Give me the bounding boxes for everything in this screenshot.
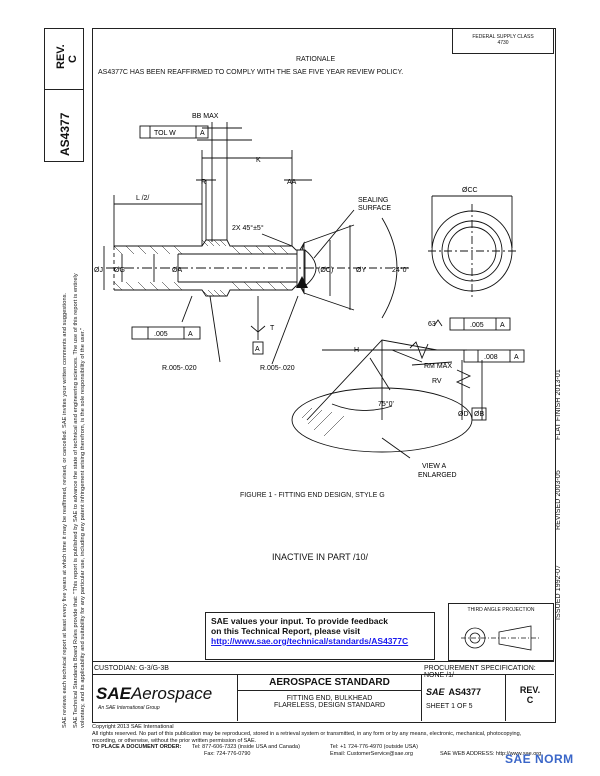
order-label: TO PLACE A DOCUMENT ORDER: [92,744,182,751]
label-rv: RV [432,378,442,385]
label-bb-max: BB MAX [192,113,219,120]
inactive-note: INACTIVE IN PART /10/ [272,552,369,562]
third-angle-box: THIRD ANGLE PROJECTION [448,603,554,661]
label-h: H [354,347,359,354]
label-rm-max: RM MAX [424,363,452,370]
feedback-line2: on this Technical Report, please visit [211,626,361,636]
label-view-a: VIEW A [422,463,446,470]
tb-rev-label: REV. [519,685,541,695]
side-text-3: SAE reviews each technical report at lea… [62,292,68,728]
web: SAE WEB ADDRESS: http://www.sae.org [440,751,542,758]
rev-box: REV. C [44,28,84,90]
rights2: recording, or otherwise, without the pri… [92,737,257,744]
copyright: Copyright 2013 SAE International [92,724,174,730]
logo-cell: SAEAerospace An SAE International Group [92,675,238,721]
label-datum-a-5: A [514,354,519,361]
rev-value: C [67,55,79,63]
procurement: PROCUREMENT SPECIFICATION: NONE /1/ [424,665,536,679]
left-margin: REV. C AS4377 [44,28,84,721]
title-line2: FLARELESS, DESIGN STANDARD [273,702,386,709]
doc-number: AS4377 [448,687,482,697]
label-tol-008: .008 [484,354,498,361]
label-tol-w: TOL W [154,130,176,137]
label-dia-j: ØJ [94,267,103,274]
label-dia-a: ØA [172,267,182,274]
label-chamfer: 2X 45°±5° [232,224,264,232]
fsc-label: FEDERAL SUPPLY CLASS [472,34,534,40]
label-dia-b: ØB [474,411,484,418]
footer: Copyright 2013 SAE International All rig… [92,724,562,758]
rev-label: REV. [55,44,67,69]
figure-caption: FIGURE 1 - FITTING END DESIGN, STYLE G [240,492,385,499]
label-finish-63: 63 [428,321,436,328]
label-r1: R.005-.020 [162,365,197,372]
label-l: L /2/ [136,195,149,202]
logo-aerospace: Aerospace [130,684,213,703]
label-tol-005-1: .005 [154,331,168,338]
label-dia-c: (ØC) [318,267,333,274]
margin-doc-number: AS4377 [58,112,72,156]
label-datum-a-3: A [255,346,260,353]
fax: Fax: 724-776-0790 [204,751,251,758]
logo-sub: An SAE International Group [98,705,160,711]
third-angle-label: THIRD ANGLE PROJECTION [467,607,535,613]
rights: All rights reserved. No part of this pub… [92,730,522,737]
email: Email: CustomerService@sae.org [330,751,413,758]
label-datum-a-2: A [188,331,193,338]
doc-number-box: AS4377 [44,90,84,162]
tel: Tel: 877-606-7323 (inside USA and Canada… [192,744,300,751]
label-k: K [256,157,261,164]
drawing-frame [92,28,556,723]
custodian-row: CUSTODIAN: G-3/G-3B PROCUREMENT SPECIFIC… [92,661,554,679]
feedback-line1: SAE values your input. To provide feedba… [211,616,388,626]
label-r: R [201,179,206,186]
figure-drawing: BB MAX TOL W A K R AA L /2/ 2X 45°±5° SE… [94,113,525,479]
watermark: SAE NORM [505,752,574,766]
label-sealing: SEALING [358,197,388,204]
projection-symbol [461,625,541,651]
standard-type: AEROSPACE STANDARD [238,675,421,691]
feedback-box: SAE values your input. To provide feedba… [205,612,435,660]
label-dia-d: ØD [458,411,469,418]
tel2: Tel: +1 724-776-4970 (outside USA) [330,744,418,751]
label-tol-005-2: .005 [470,322,484,329]
label-angle-24: 24°0' [392,266,408,274]
side-text-1: SAE Technical Standards Board Rules prov… [73,273,79,728]
fsc-number: 4730 [497,40,509,46]
label-t: T [270,325,275,332]
label-dia-g: ØG [114,267,125,274]
label-surface: SURFACE [358,205,391,212]
label-enlarged: ENLARGED [418,472,457,479]
date-2: REVISED 2003-05 [555,470,562,530]
fsc-box: FEDERAL SUPPLY CLASS 4730 [452,28,554,54]
rev-cell: REV. C [506,675,554,721]
label-dia-y: ØY [356,267,366,274]
label-aa: AA [287,179,297,186]
label-r2: R.005-.020 [260,365,295,372]
custodian: CUSTODIAN: G-3/G-3B [94,665,169,672]
rationale-title: RATIONALE [296,56,336,63]
side-text-2: voluntary, and its applicability and sui… [80,327,86,728]
date-3: ISSUED 1992-07 [555,564,562,620]
title-block: SAEAerospace An SAE International Group … [92,675,554,721]
logo-sae: SAE [96,684,131,703]
docnum-logo: SAE [426,687,445,697]
label-datum-a-4: A [500,322,505,329]
label-dia-cc: ØCC [462,187,478,194]
tb-rev-value: C [526,695,534,705]
rationale-text: AS4377C HAS BEEN REAFFIRMED TO COMPLY WI… [98,69,404,76]
sheet-number: SHEET 1 OF 5 [426,703,473,710]
label-angle-75: 75°0' [378,400,394,408]
title-cell: AEROSPACE STANDARD FITTING END, BULKHEAD… [238,675,422,721]
title-line1: FITTING END, BULKHEAD [286,695,373,702]
feedback-link[interactable]: http://www.sae.org/technical/standards/A… [211,636,409,646]
date-1: FLAT FINISH 2013-01 [555,369,562,440]
label-datum-a-1: A [200,130,205,137]
